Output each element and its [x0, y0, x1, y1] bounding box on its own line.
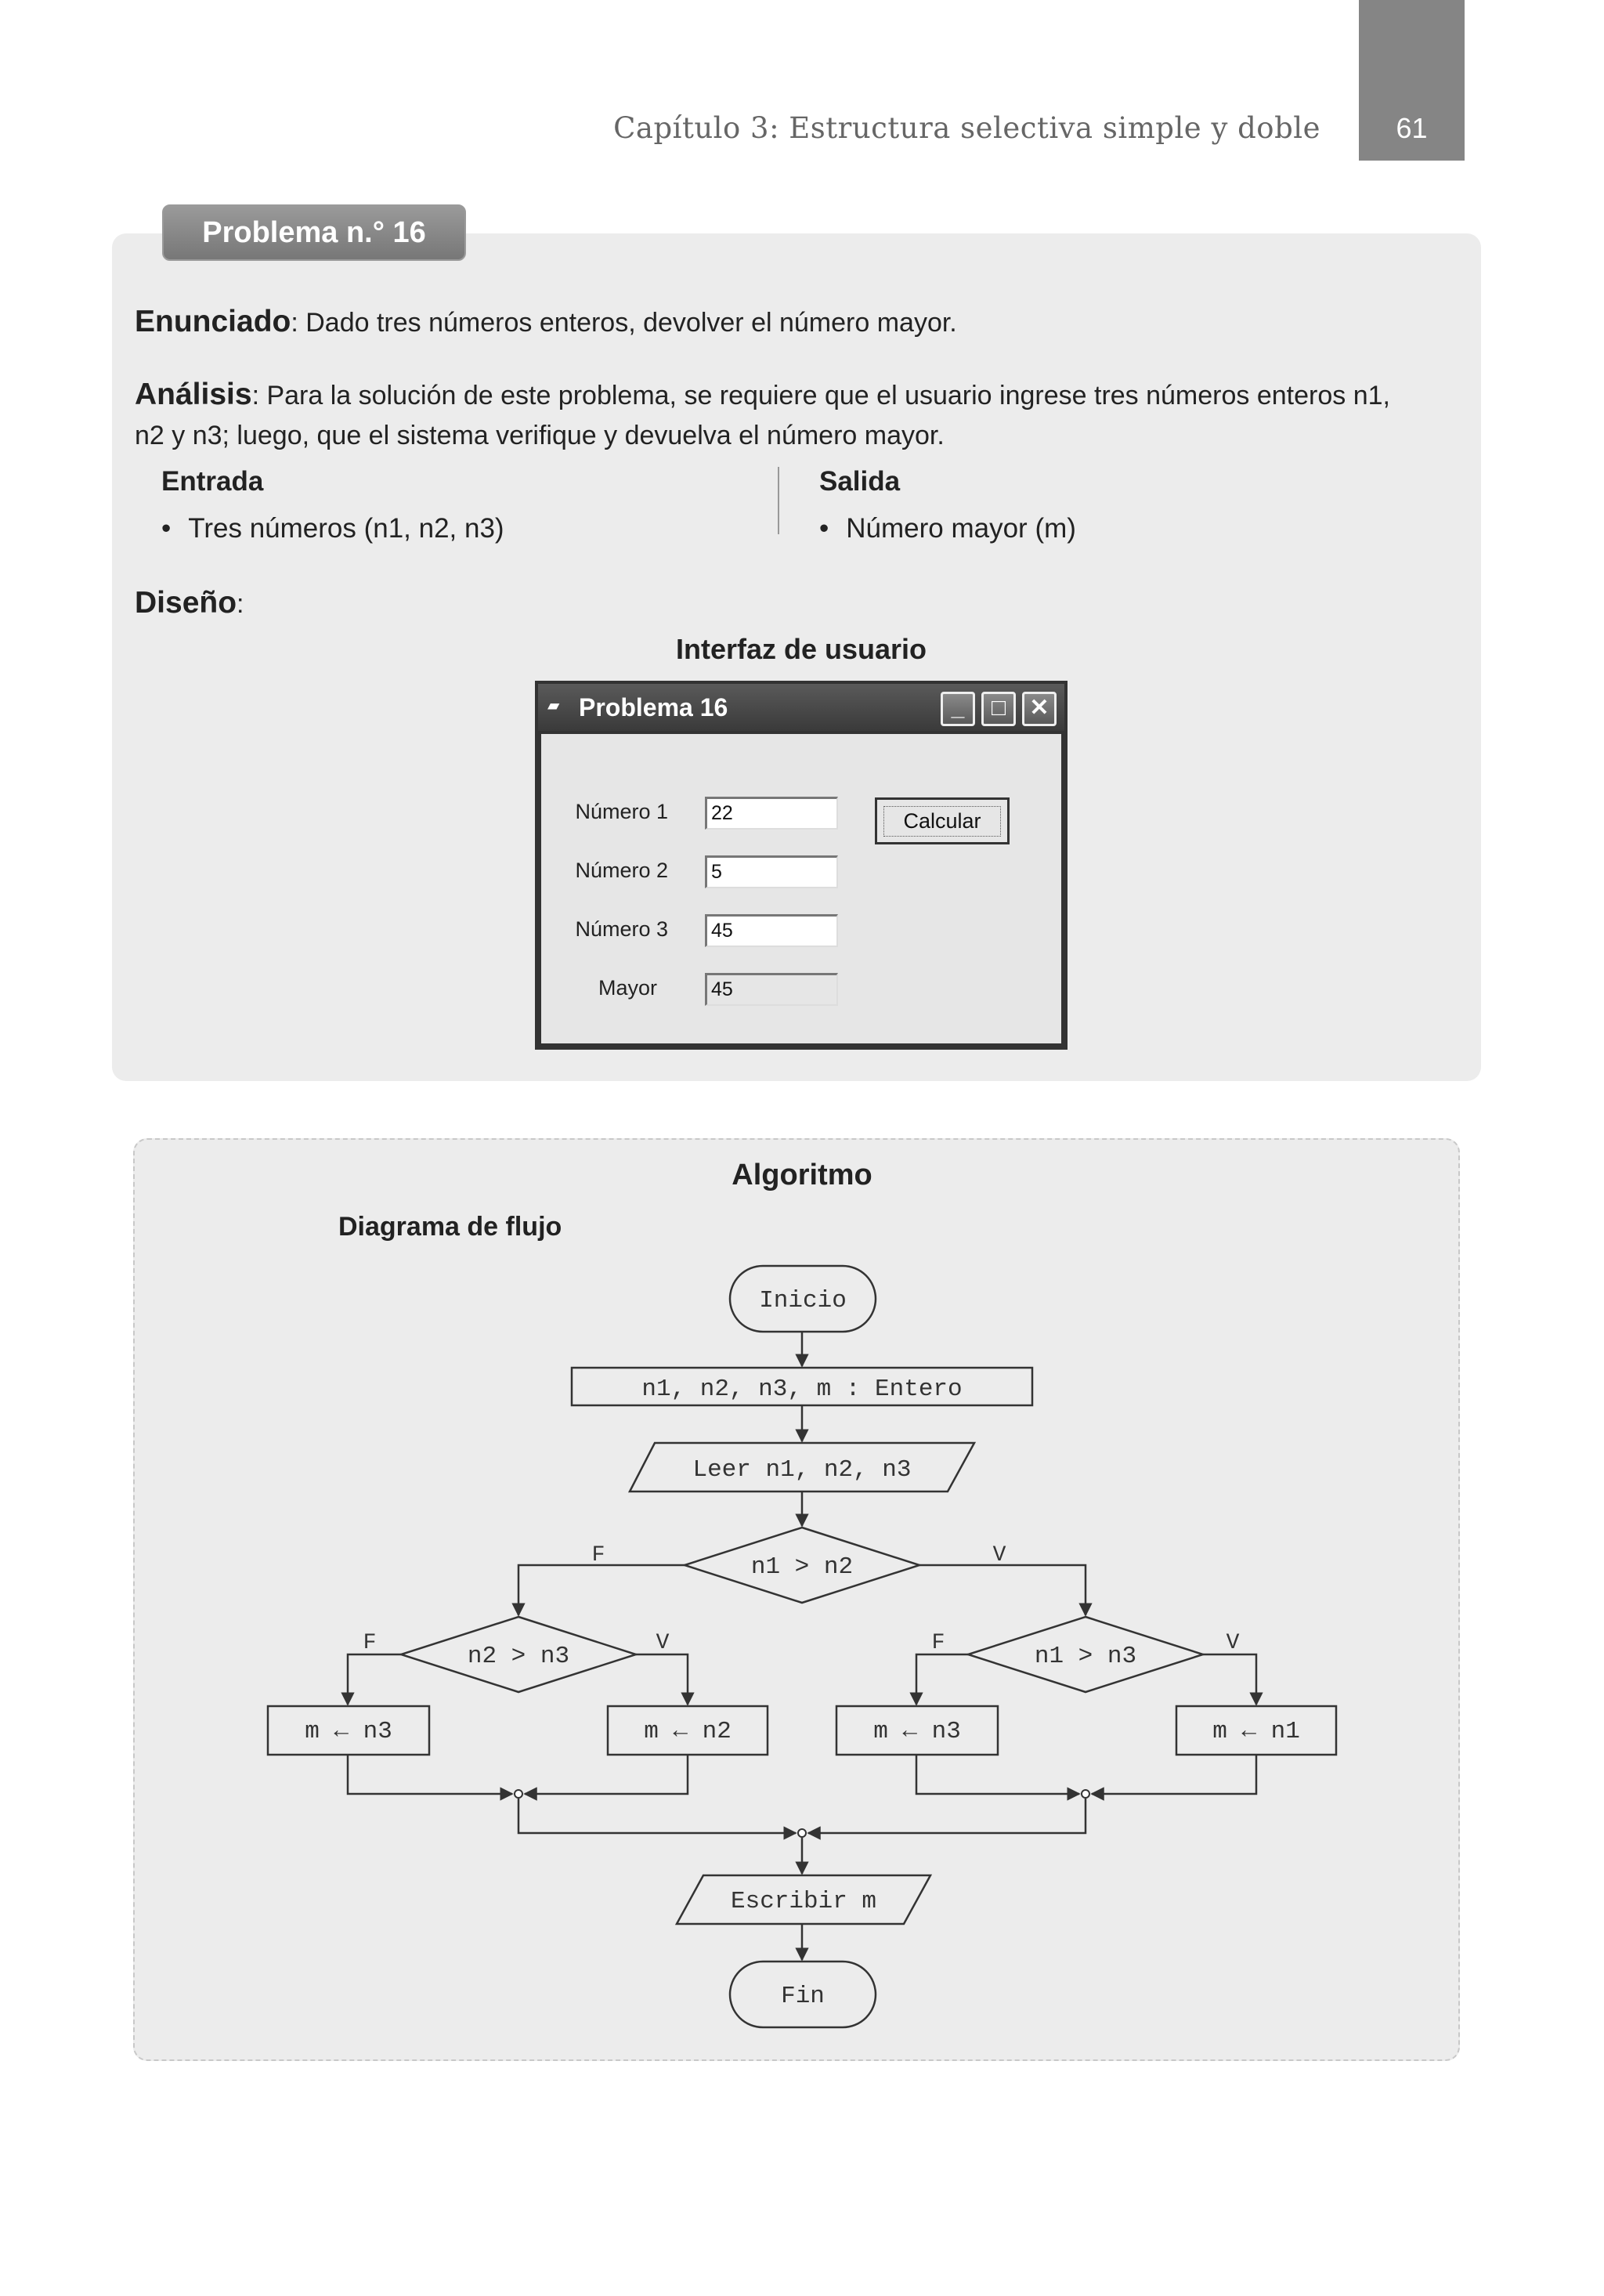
interfaz-heading: Interfaz de usuario: [675, 633, 927, 665]
calcular-button-label: Calcular: [883, 805, 1001, 837]
bullet: •: [819, 513, 829, 544]
right-false-label: F: [932, 1631, 945, 1655]
salida-item-text: Número mayor (m): [846, 513, 1076, 544]
assign-right-right-label: m ← n1: [1212, 1718, 1300, 1745]
window-body: Número 1 Número 2 Número 3 Mayor Calcula…: [541, 734, 1061, 1043]
enunciado-label: Enunciado: [135, 305, 291, 338]
read-io: [627, 1441, 977, 1493]
assign-right-right-box: [1175, 1705, 1338, 1756]
assign-left-right-label: m ← n2: [644, 1718, 732, 1745]
enunciado-paragraph: Enunciado: Dado tres números enteros, de…: [135, 302, 957, 342]
join-connectors: [514, 1789, 1090, 1838]
analisis-text-line-1: : Para la solución de este problema, se …: [251, 381, 1390, 410]
chapter-title: Capítulo 3: Estructura selectiva simple …: [613, 111, 1320, 145]
numero1-label: Número 1: [575, 800, 668, 823]
write-io: [674, 1874, 933, 1925]
page-number: 61: [1396, 112, 1428, 144]
problem-tag: Problema n.° 16: [162, 204, 466, 261]
flowchart-subtitle: Diagrama de flujo: [338, 1212, 562, 1242]
numero2-input[interactable]: [705, 855, 838, 888]
flow-connectors: [341, 1332, 1263, 1962]
minimize-button[interactable]: _: [941, 692, 975, 726]
mayor-label: Mayor: [598, 976, 657, 1000]
entrada-item: • Tres números (n1, n2, n3): [161, 513, 504, 544]
main-decision-label: n1 > n2: [751, 1553, 853, 1581]
end-label: Fin: [781, 1983, 825, 2010]
algorithm-title: Algoritmo: [732, 1159, 872, 1191]
app-window: ▰ Problema 16 _ □ ✕ Número 1 Número 2 Nú…: [535, 681, 1068, 1050]
left-decision: [397, 1615, 640, 1694]
write-label: Escribir m: [731, 1888, 876, 1915]
main-false-label: F: [592, 1543, 605, 1567]
salida-heading: Salida: [819, 466, 901, 497]
main-decision: [681, 1526, 923, 1604]
left-decision-label: n2 > n3: [468, 1643, 569, 1670]
read-label: Leer n1, n2, n3: [692, 1456, 911, 1484]
numero3-label: Número 3: [575, 917, 668, 941]
left-false-label: F: [363, 1631, 377, 1655]
right-decision: [964, 1615, 1207, 1694]
analisis-text-line-2: n2 y n3; luego, que el sistema verifique…: [135, 421, 945, 450]
page-number-tab: 61: [1359, 0, 1465, 161]
right-true-label: V: [1226, 1631, 1240, 1655]
end-terminal: [728, 1960, 877, 2029]
declare-box: [570, 1366, 1034, 1407]
diseno-label: Diseño: [135, 586, 237, 620]
enunciado-text: : Dado tres números enteros, devolver el…: [291, 308, 957, 338]
assign-left-left-box: [266, 1705, 431, 1756]
assign-right-left-label: m ← n3: [873, 1718, 961, 1745]
declare-label: n1, n2, n3, m : Entero: [641, 1376, 962, 1403]
calcular-button[interactable]: Calcular: [875, 797, 1010, 844]
window-icon: ▰: [547, 697, 560, 714]
left-true-label: V: [656, 1631, 670, 1655]
numero2-label: Número 2: [575, 859, 668, 882]
assign-left-right-box: [606, 1705, 769, 1756]
maximize-button[interactable]: □: [981, 692, 1016, 726]
analisis-paragraph: Análisis: Para la solución de este probl…: [135, 375, 1390, 415]
io-divider: [778, 467, 779, 534]
numero1-input[interactable]: [705, 797, 838, 830]
assign-right-left-box: [835, 1705, 999, 1756]
window-title: Problema 16: [579, 693, 728, 721]
main-true-label: V: [993, 1543, 1006, 1567]
mayor-output: [705, 973, 838, 1006]
diseno-heading: Diseño:: [135, 584, 244, 624]
entrada-heading: Entrada: [161, 466, 264, 497]
salida-item: • Número mayor (m): [819, 513, 1076, 544]
diseno-colon: :: [237, 589, 244, 619]
start-label: Inicio: [759, 1287, 847, 1314]
bullet: •: [161, 513, 172, 544]
window-titlebar[interactable]: ▰ Problema 16 _ □ ✕: [538, 684, 1064, 731]
right-decision-label: n1 > n3: [1035, 1643, 1136, 1670]
assign-left-left-label: m ← n3: [305, 1718, 392, 1745]
entrada-item-text: Tres números (n1, n2, n3): [188, 513, 504, 544]
close-button[interactable]: ✕: [1022, 692, 1057, 726]
numero3-input[interactable]: [705, 914, 838, 947]
analisis-label: Análisis: [135, 378, 252, 411]
